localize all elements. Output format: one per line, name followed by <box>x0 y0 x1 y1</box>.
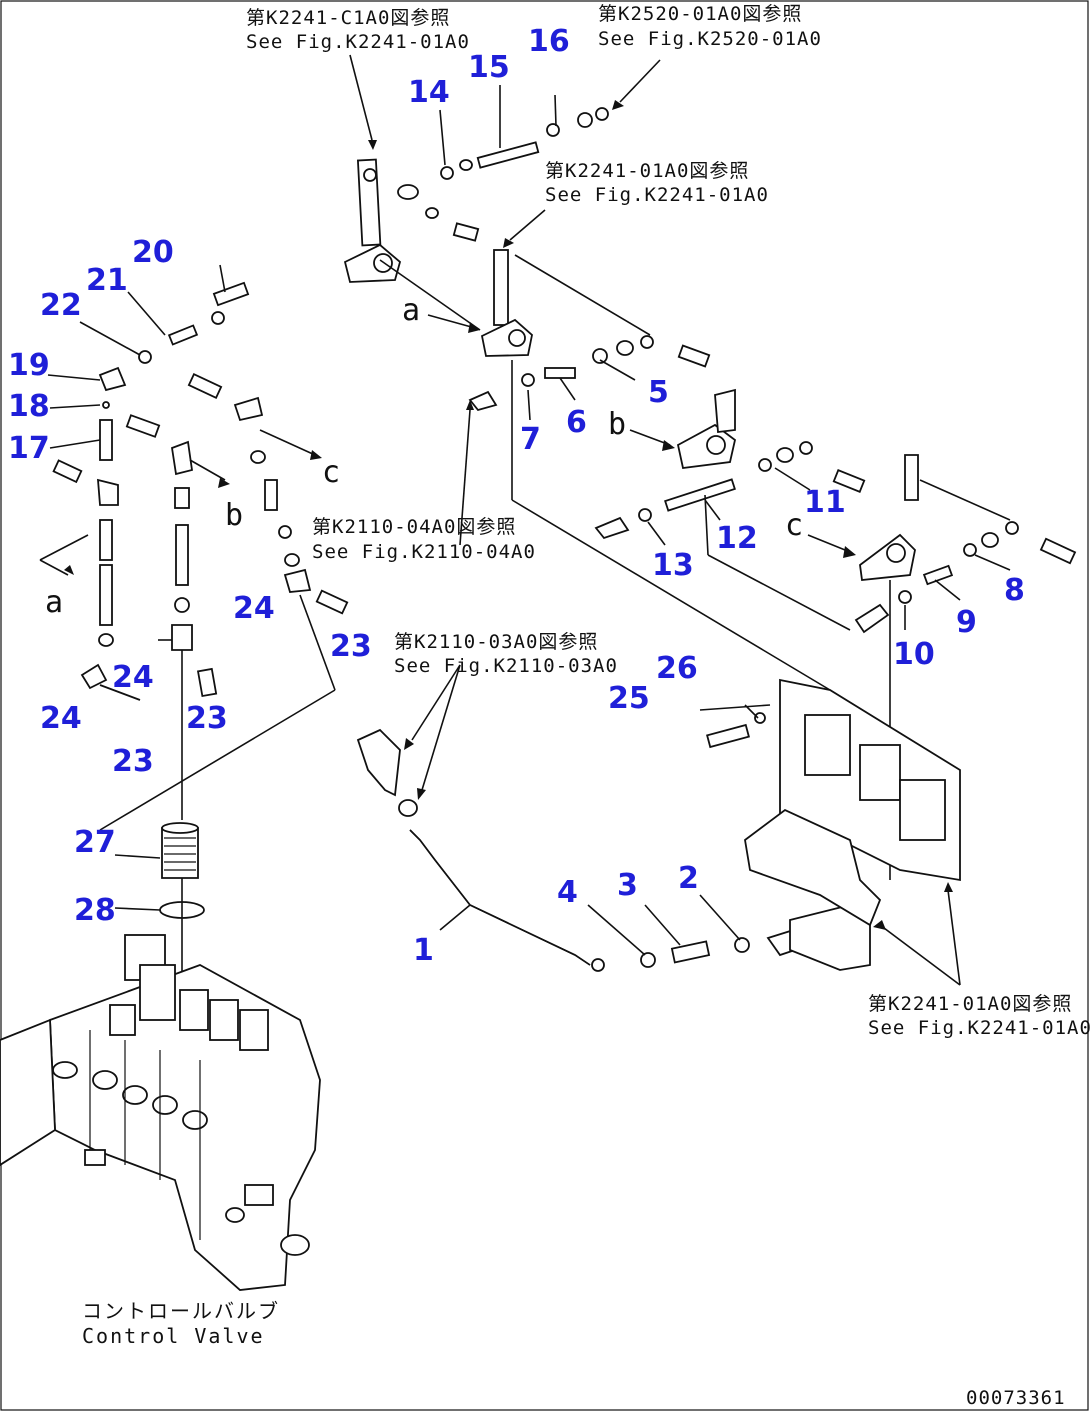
part-number: 23 <box>112 744 154 779</box>
part-number: 18 <box>8 389 50 424</box>
part-number: 13 <box>652 548 694 583</box>
part-number: 27 <box>74 825 116 860</box>
ref-k2520-en: See Fig.K2520-01A0 <box>598 28 822 50</box>
control-valve-caption-en: Control Valve <box>82 1324 265 1348</box>
part-number: 20 <box>132 235 174 270</box>
part-number: 15 <box>468 50 510 85</box>
part-number: 9 <box>956 605 977 640</box>
letter-c-left: c <box>322 455 340 490</box>
part-number: 23 <box>330 629 372 664</box>
part-number: 4 <box>557 875 578 910</box>
ref-k2241-bottom-jp: 第K2241-01A0図参照 <box>868 993 1072 1015</box>
reference-leaders <box>349 54 961 986</box>
letter-a-left: a <box>45 585 63 620</box>
part-number: 2 <box>678 861 699 896</box>
part-number: 28 <box>74 893 116 928</box>
part-number: 22 <box>40 288 82 323</box>
letter-b-right: b <box>608 407 626 442</box>
part-number: 16 <box>528 24 570 59</box>
part-number: 3 <box>617 868 638 903</box>
ref-k2110-04-en: See Fig.K2110-04A0 <box>312 541 536 563</box>
part-number: 24 <box>112 660 154 695</box>
letter-a-top: a <box>402 293 420 328</box>
part-number: 14 <box>408 75 450 110</box>
part-number: 10 <box>893 637 935 672</box>
part-number-labels: 1 2 3 4 5 6 7 8 9 10 11 12 13 14 15 16 1… <box>8 24 1025 968</box>
part-number: 6 <box>566 405 587 440</box>
letter-b-left: b <box>225 498 243 533</box>
upper-linkage <box>343 94 1077 880</box>
ref-k2241-top-en: See Fig.K2241-01A0 <box>246 31 470 53</box>
part-number: 26 <box>656 651 698 686</box>
ref-k2241-top-jp: 第K2241-C1A0図参照 <box>246 7 450 29</box>
part-number: 7 <box>520 422 541 457</box>
part-number: 12 <box>716 521 758 556</box>
left-linkage <box>39 281 349 831</box>
ref-k2241-mid-en: See Fig.K2241-01A0 <box>545 184 769 206</box>
part-number: 5 <box>648 375 669 410</box>
boot-and-oring <box>159 822 205 990</box>
part-number: 8 <box>1004 573 1025 608</box>
lower-rod-assembly <box>356 678 961 972</box>
part-number: 21 <box>86 263 128 298</box>
part-number: 19 <box>8 348 50 383</box>
control-valve <box>0 934 321 1291</box>
part-number: 24 <box>233 591 275 626</box>
part-number: 11 <box>804 485 846 520</box>
drawing-code: 00073361 <box>966 1387 1066 1409</box>
part-number: 17 <box>8 431 50 466</box>
ref-k2110-03-jp: 第K2110-03A0図参照 <box>394 631 598 653</box>
part-number: 25 <box>608 681 650 716</box>
ref-k2241-bottom-en: See Fig.K2241-01A0 <box>868 1017 1090 1039</box>
part-number-leaders <box>47 85 1011 956</box>
part-number: 1 <box>413 933 434 968</box>
control-valve-caption-jp: コントロールバルブ <box>82 1299 280 1323</box>
ref-k2520-jp: 第K2520-01A0図参照 <box>598 3 802 25</box>
part-number: 24 <box>40 701 82 736</box>
ref-k2241-mid-jp: 第K2241-01A0図参照 <box>545 160 749 182</box>
part-number: 23 <box>186 701 228 736</box>
ref-k2110-04-jp: 第K2110-04A0図参照 <box>312 516 516 538</box>
letter-c-right: c <box>785 508 803 543</box>
ref-k2110-03-en: See Fig.K2110-03A0 <box>394 655 618 677</box>
